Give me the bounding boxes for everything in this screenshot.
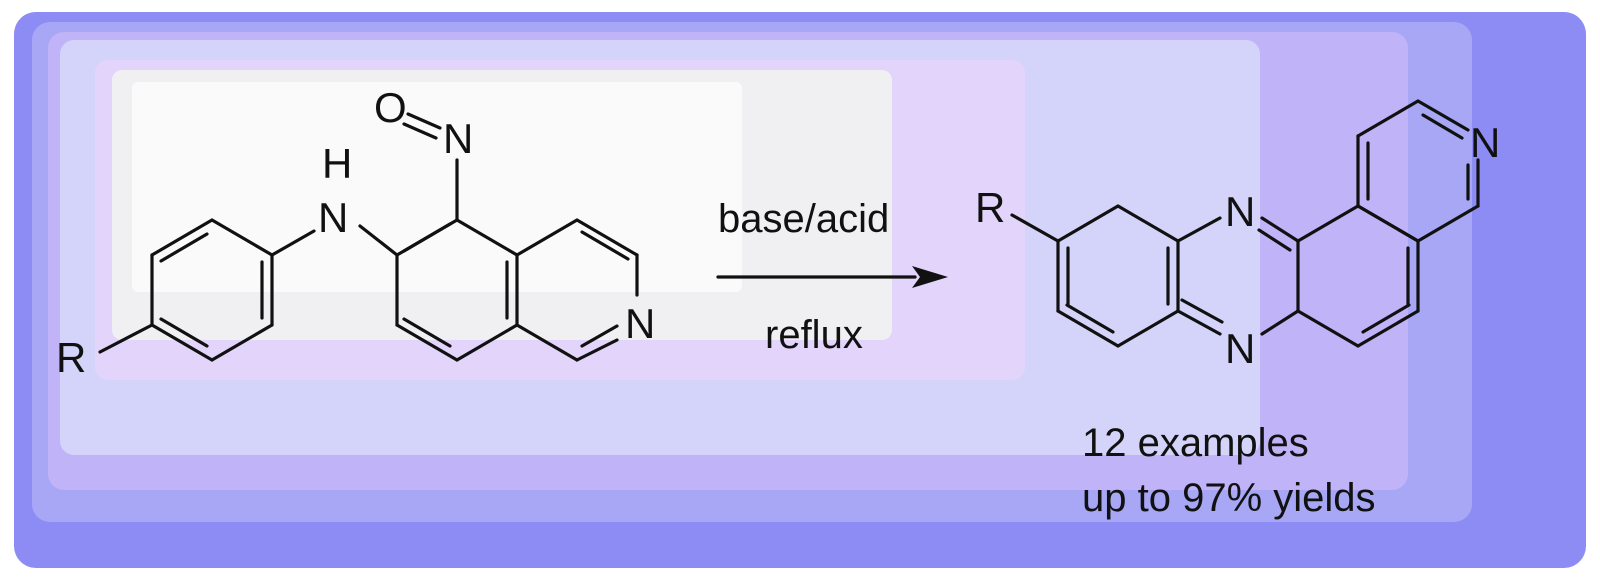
reactant-substituent-label: R xyxy=(56,334,86,381)
reactant-ring-n-label: N xyxy=(625,300,655,347)
reactant-structure xyxy=(98,112,639,362)
product-ring-n-label: N xyxy=(1470,119,1500,166)
arrow-head xyxy=(912,266,948,288)
product-pyrazine-n-top-label: N xyxy=(1225,188,1255,235)
product-substituent-label: R xyxy=(975,184,1005,231)
reactant-amine-h-label: H xyxy=(322,140,352,187)
summary-line-2: up to 97% yields xyxy=(1082,476,1376,520)
condition-above-arrow: base/acid xyxy=(718,197,889,241)
inner-panel-highlight xyxy=(132,82,742,292)
condition-below-arrow: reflux xyxy=(765,313,863,357)
product-pyrazine-n-bottom-label: N xyxy=(1225,325,1255,372)
product-labels: R N N N xyxy=(975,119,1500,372)
reactant-oxygen-label: O xyxy=(374,84,407,131)
reaction-arrow xyxy=(716,266,948,288)
reactant-nitroso-n-label: N xyxy=(443,115,473,162)
reactant-amine-n-label: N xyxy=(318,194,348,241)
background-frames xyxy=(14,12,1586,568)
product-structure xyxy=(1010,99,1480,348)
reactant-labels: O N H N N R xyxy=(56,84,655,381)
summary-line-1: 12 examples xyxy=(1082,421,1309,465)
